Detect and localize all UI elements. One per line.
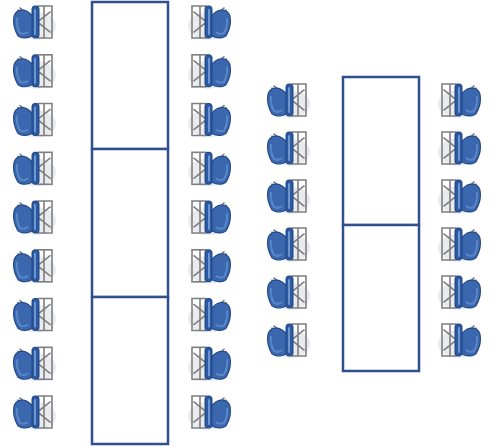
- folding-chair-icon: [188, 152, 231, 186]
- chair-column-left-group-right-side: [188, 6, 231, 430]
- table-group-right: [343, 77, 419, 371]
- folding-chair-icon: [268, 132, 311, 166]
- folding-chair-icon: [438, 132, 481, 166]
- folding-chair-icon: [188, 250, 231, 284]
- folding-chair-icon: [14, 347, 57, 381]
- folding-chair-icon: [438, 324, 481, 358]
- chair-column-left-group-left-side: [14, 6, 57, 430]
- folding-chair-icon: [268, 84, 311, 118]
- folding-chair-icon: [438, 180, 481, 214]
- chair-column-right-group-left-side: [268, 84, 311, 358]
- folding-chair-icon: [14, 104, 57, 138]
- folding-chair-icon: [188, 6, 231, 40]
- table-left-2: [92, 149, 168, 297]
- table-left-1: [92, 2, 168, 149]
- folding-chair-icon: [14, 396, 57, 430]
- folding-chair-icon: [188, 201, 231, 235]
- table-right-2: [343, 225, 419, 371]
- table-right-1: [343, 77, 419, 225]
- folding-chair-icon: [14, 6, 57, 40]
- folding-chair-icon: [438, 276, 481, 310]
- folding-chair-icon: [188, 347, 231, 381]
- table-left-3: [92, 297, 168, 444]
- folding-chair-icon: [268, 180, 311, 214]
- folding-chair-icon: [14, 152, 57, 186]
- folding-chair-icon: [14, 250, 57, 284]
- folding-chair-icon: [268, 276, 311, 310]
- folding-chair-icon: [188, 104, 231, 138]
- folding-chair-icon: [268, 228, 311, 262]
- chair-column-right-group-right-side: [438, 84, 481, 358]
- folding-chair-icon: [188, 55, 231, 89]
- folding-chair-icon: [438, 228, 481, 262]
- folding-chair-icon: [14, 299, 57, 333]
- folding-chair-icon: [438, 84, 481, 118]
- folding-chair-icon: [188, 396, 231, 430]
- table-group-left: [92, 2, 168, 444]
- folding-chair-icon: [268, 324, 311, 358]
- folding-chair-icon: [14, 55, 57, 89]
- folding-chair-icon: [188, 299, 231, 333]
- folding-chair-icon: [14, 201, 57, 235]
